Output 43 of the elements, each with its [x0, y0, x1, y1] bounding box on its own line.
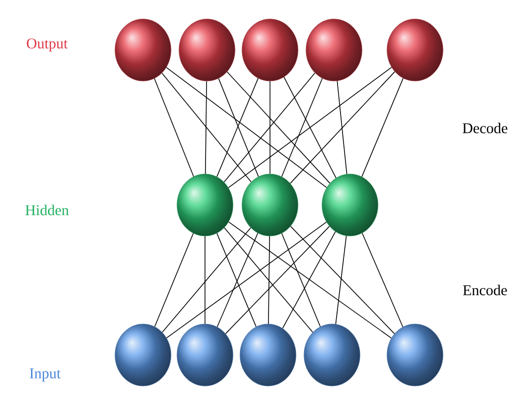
connection-line: [281, 78, 323, 178]
connection-line: [225, 226, 330, 334]
connection-line: [166, 222, 327, 338]
connection-line: [224, 227, 314, 333]
neuron-circle: [240, 324, 296, 386]
connection-line: [162, 227, 252, 333]
layer-label: Encode: [463, 284, 507, 296]
connection-line: [154, 78, 194, 177]
layer-label: Hidden: [25, 204, 69, 216]
neuron-circle: [176, 174, 234, 236]
connection-line: [362, 232, 404, 328]
neuron-circle: [114, 18, 172, 82]
connection-line: [204, 236, 206, 324]
neuron-circle: [114, 324, 172, 386]
connection-line: [154, 232, 194, 328]
neuron-circle: [304, 324, 360, 386]
connection-line: [290, 226, 395, 334]
neuron-circle: [306, 18, 362, 82]
layer-label: Output: [26, 38, 68, 52]
connection-line: [284, 76, 336, 178]
connection-line: [166, 67, 328, 188]
connection-line: [228, 222, 392, 338]
connection-line: [205, 80, 207, 174]
connection-line: [282, 231, 336, 329]
connection-line: [268, 236, 270, 324]
layer-label: Decode: [462, 122, 508, 134]
connection-line: [336, 80, 348, 174]
neuron-circle: [178, 18, 236, 82]
neuron-circle: [176, 324, 234, 386]
connection-line: [335, 236, 347, 324]
connection-line: [228, 66, 392, 188]
connection-line: [226, 71, 330, 184]
neuron-circle: [386, 324, 444, 386]
connection-line: [361, 78, 404, 178]
neuron-circle: [242, 174, 298, 236]
connection-line: [290, 71, 396, 184]
neuron-circle: [386, 18, 444, 82]
connection-line: [162, 72, 252, 182]
layer-label: Input: [30, 368, 61, 382]
neuron-circle: [242, 18, 298, 82]
connection-line: [224, 72, 316, 182]
connection-line: [281, 232, 321, 328]
neuron-circle: [322, 174, 378, 236]
